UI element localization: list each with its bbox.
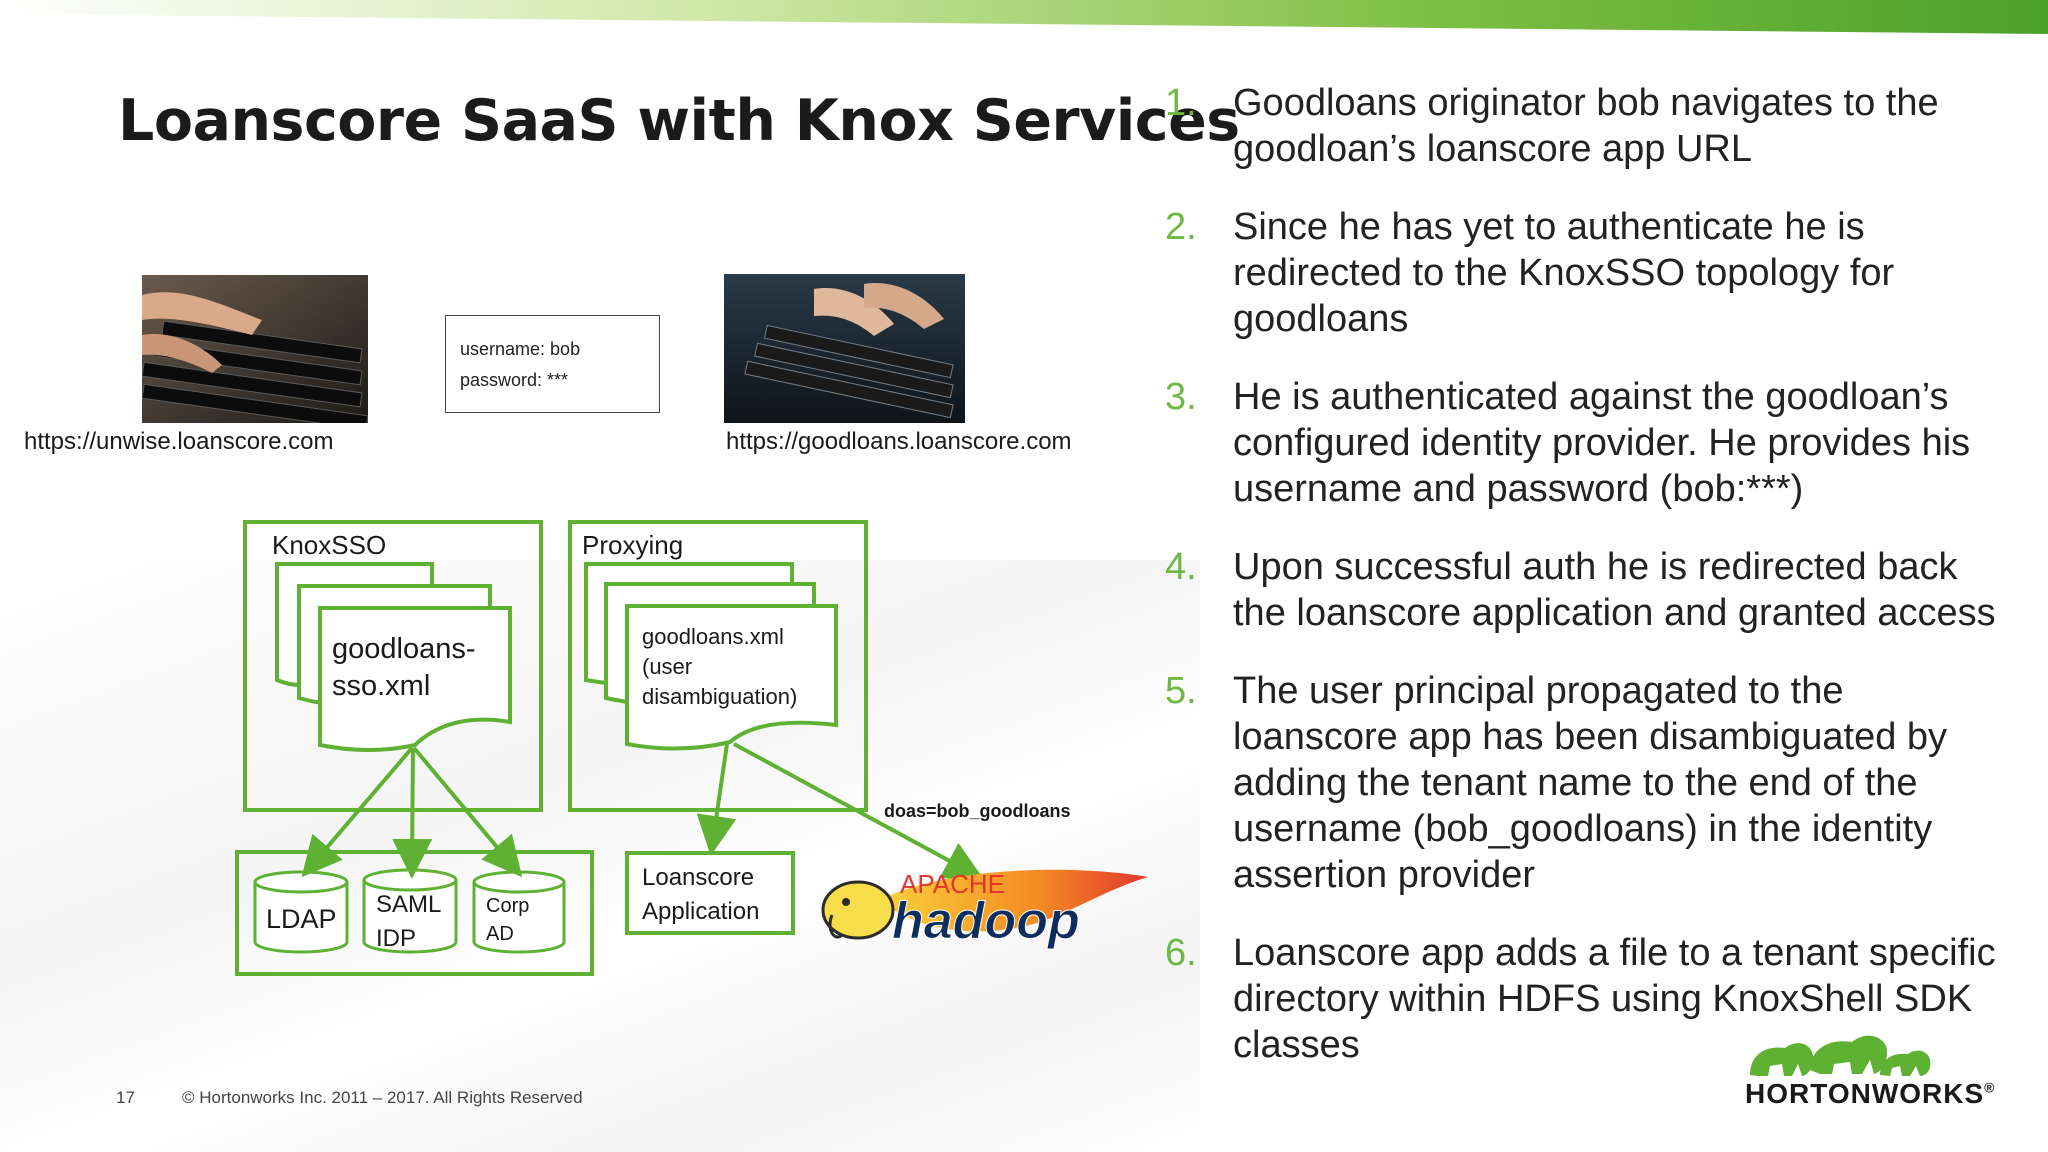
step-number: 2.: [1165, 206, 1197, 248]
step-text: Upon successful auth he is redirected ba…: [1233, 546, 1996, 634]
corp-ad-label-line1: Corp: [486, 895, 529, 917]
step-text: The user principal propagated to the loa…: [1233, 670, 1948, 896]
arrow-to-saml-idp: [392, 747, 433, 879]
loanscore-app-line1: Loanscore: [642, 864, 754, 891]
hortonworks-wordmark: HORTONWORKS®: [1745, 1078, 1995, 1110]
arrow-to-corp-ad: [412, 746, 523, 878]
saml-label-line1: SAML: [376, 891, 441, 918]
page-title: Loanscore SaaS with Knox Services: [118, 88, 1240, 154]
doas-label: doas=bob_goodloans: [884, 801, 1071, 821]
steps-list: 1. Goodloans originator bob navigates to…: [1165, 80, 2015, 1100]
step-item: 6. Loanscore app adds a file to a tenant…: [1165, 930, 2015, 1068]
arrow-to-loanscore-app: [696, 743, 737, 856]
knoxsso-box: [243, 520, 543, 812]
architecture-diagram: KnoxSSO goodloans- sso.xml Proxying good…: [235, 520, 1148, 976]
proxying-doc-line1: goodloans.xml: [642, 624, 784, 649]
right-client-url: https://goodloans.loanscore.com: [726, 428, 1072, 455]
hortonworks-logo-text: HORTONWORKS: [1745, 1078, 1985, 1109]
hadoop-apache-text: APACHE: [900, 869, 1005, 899]
saml-label-line2: IDP: [376, 925, 416, 952]
trademark-symbol: ®: [1984, 1079, 1996, 1096]
step-text: Goodloans originator bob navigates to th…: [1233, 82, 1939, 170]
step-item: 3. He is authenticated against the goodl…: [1165, 374, 2015, 512]
loanscore-app-line2: Application: [642, 898, 759, 925]
left-client-url: https://unwise.loanscore.com: [24, 428, 334, 455]
corp-ad-label-line2: AD: [486, 923, 514, 945]
proxying-doc-stack: [584, 562, 838, 751]
password-text: password: ***: [460, 370, 569, 390]
knoxsso-label: KnoxSSO: [272, 530, 386, 560]
copyright-text: © Hortonworks Inc. 2011 – 2017. All Righ…: [182, 1088, 583, 1107]
saml-idp-cylinder: [362, 868, 458, 954]
arrow-to-hadoop: [733, 742, 985, 880]
step-number: 6.: [1165, 932, 1197, 974]
knoxsso-doc-line2: sso.xml: [332, 670, 430, 702]
hadoop-logo: APACHE hadoop: [821, 869, 1148, 951]
step-number: 3.: [1165, 376, 1197, 418]
step-item: 1. Goodloans originator bob navigates to…: [1165, 80, 2015, 172]
ldap-label: LDAP: [266, 904, 337, 934]
hadoop-name-text: hadoop: [892, 892, 1080, 950]
step-number: 4.: [1165, 546, 1197, 588]
proxying-doc-line3: disambiguation): [642, 684, 797, 709]
step-text: Since he has yet to authenticate he is r…: [1233, 206, 1895, 340]
step-item: 2. Since he has yet to authenticate he i…: [1165, 204, 2015, 342]
knoxsso-doc-line1: goodloans-: [332, 633, 476, 665]
step-text: Loanscore app adds a file to a tenant sp…: [1233, 932, 1996, 1066]
keyboard-photo-left: [142, 275, 368, 423]
credentials-box: username: bob password: ***: [445, 315, 660, 413]
proxying-label: Proxying: [582, 530, 683, 560]
hortonworks-elephants-logo: [1750, 1035, 1931, 1076]
username-text: username: bob: [460, 339, 581, 359]
step-number: 1.: [1165, 82, 1197, 124]
step-item: 5. The user principal propagated to the …: [1165, 668, 2015, 898]
top-accent-bar: [0, 0, 2048, 34]
arrow-to-ldap: [301, 746, 414, 878]
step-item: 4. Upon successful auth he is redirected…: [1165, 544, 2015, 636]
step-text: He is authenticated against the goodloan…: [1233, 376, 1971, 510]
step-number: 5.: [1165, 670, 1197, 712]
laptop-photo-right: [724, 274, 965, 423]
knoxsso-doc-stack: [275, 562, 512, 752]
proxying-doc-line2: (user: [642, 654, 692, 679]
slide-number: 17: [116, 1088, 135, 1107]
